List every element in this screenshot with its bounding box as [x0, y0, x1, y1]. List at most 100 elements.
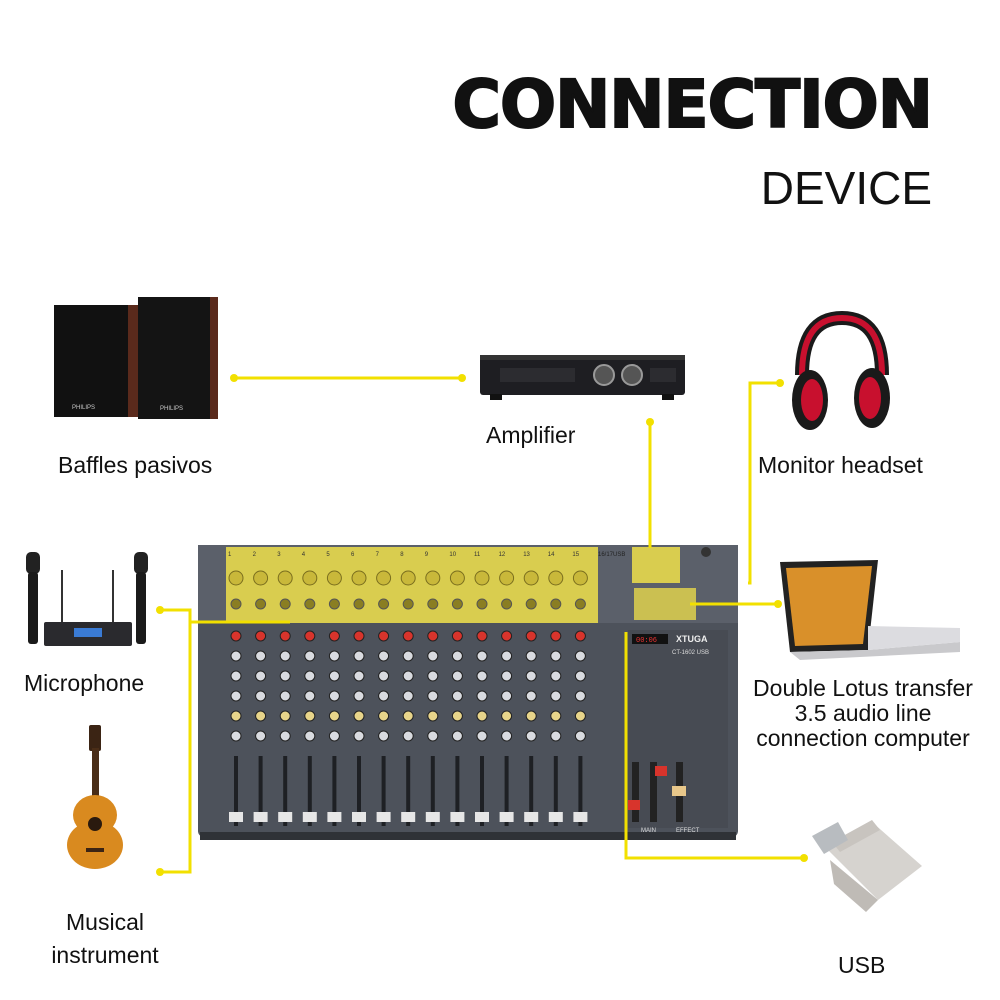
channel-knob[interactable]	[230, 690, 242, 702]
channel-knob[interactable]	[550, 710, 562, 722]
channel-knob[interactable]	[550, 650, 562, 662]
xlr-input-jack[interactable]	[253, 570, 269, 586]
channel-knob[interactable]	[328, 670, 340, 682]
channel-knob[interactable]	[476, 690, 488, 702]
channel-knob[interactable]	[476, 650, 488, 662]
channel-knob[interactable]	[550, 670, 562, 682]
channel-fader[interactable]	[229, 812, 243, 822]
channel-fader[interactable]	[253, 812, 268, 822]
channel-knob[interactable]	[574, 650, 586, 662]
xlr-input-jack[interactable]	[548, 570, 564, 586]
line-input-jack[interactable]	[230, 598, 242, 610]
channel-fader[interactable]	[450, 812, 465, 822]
channel-knob[interactable]	[501, 690, 513, 702]
channel-knob[interactable]	[279, 730, 291, 742]
channel-knob[interactable]	[451, 630, 463, 642]
channel-knob[interactable]	[378, 630, 390, 642]
channel-fader[interactable]	[278, 812, 293, 822]
channel-knob[interactable]	[525, 730, 537, 742]
channel-knob[interactable]	[230, 730, 242, 742]
channel-knob[interactable]	[574, 630, 586, 642]
channel-knob[interactable]	[230, 630, 242, 642]
channel-knob[interactable]	[501, 630, 513, 642]
channel-knob[interactable]	[353, 650, 365, 662]
channel-fader[interactable]	[302, 812, 317, 822]
xlr-input-jack[interactable]	[499, 570, 515, 586]
channel-knob[interactable]	[328, 630, 340, 642]
channel-fader[interactable]	[352, 812, 366, 822]
channel-knob[interactable]	[378, 650, 390, 662]
channel-knob[interactable]	[230, 710, 242, 722]
xlr-input-jack[interactable]	[376, 570, 392, 586]
channel-knob[interactable]	[304, 730, 316, 742]
xlr-input-jack[interactable]	[326, 570, 342, 586]
xlr-input-jack[interactable]	[351, 570, 367, 586]
xlr-input-jack[interactable]	[449, 570, 465, 586]
channel-knob[interactable]	[402, 670, 414, 682]
xlr-input-jack[interactable]	[425, 570, 441, 586]
channel-knob[interactable]	[304, 690, 316, 702]
channel-knob[interactable]	[255, 690, 267, 702]
channel-knob[interactable]	[501, 730, 513, 742]
channel-knob[interactable]	[353, 630, 365, 642]
channel-knob[interactable]	[255, 650, 267, 662]
channel-fader[interactable]	[548, 812, 563, 822]
line-input-jack[interactable]	[279, 598, 291, 610]
channel-knob[interactable]	[501, 650, 513, 662]
channel-knob[interactable]	[476, 670, 488, 682]
line-input-jack[interactable]	[501, 598, 513, 610]
channel-knob[interactable]	[328, 690, 340, 702]
line-input-jack[interactable]	[525, 598, 537, 610]
line-input-jack[interactable]	[378, 598, 390, 610]
channel-knob[interactable]	[476, 730, 488, 742]
channel-knob[interactable]	[427, 690, 439, 702]
channel-fader[interactable]	[475, 812, 489, 822]
channel-knob[interactable]	[476, 710, 488, 722]
channel-knob[interactable]	[378, 730, 390, 742]
xlr-input-jack[interactable]	[277, 570, 293, 586]
channel-knob[interactable]	[230, 670, 242, 682]
channel-knob[interactable]	[501, 670, 513, 682]
channel-knob[interactable]	[525, 650, 537, 662]
channel-knob[interactable]	[525, 670, 537, 682]
channel-knob[interactable]	[230, 650, 242, 662]
channel-knob[interactable]	[550, 690, 562, 702]
channel-knob[interactable]	[574, 710, 586, 722]
channel-knob[interactable]	[451, 670, 463, 682]
channel-fader[interactable]	[376, 812, 391, 822]
channel-knob[interactable]	[451, 650, 463, 662]
channel-knob[interactable]	[279, 690, 291, 702]
channel-knob[interactable]	[328, 710, 340, 722]
channel-knob[interactable]	[304, 710, 316, 722]
channel-fader[interactable]	[573, 812, 588, 822]
channel-knob[interactable]	[525, 710, 537, 722]
channel-knob[interactable]	[451, 690, 463, 702]
channel-fader[interactable]	[524, 812, 539, 822]
channel-knob[interactable]	[378, 710, 390, 722]
line-input-jack[interactable]	[304, 598, 316, 610]
channel-knob[interactable]	[550, 730, 562, 742]
xlr-input-jack[interactable]	[400, 570, 416, 586]
channel-knob[interactable]	[427, 630, 439, 642]
channel-knob[interactable]	[451, 730, 463, 742]
channel-knob[interactable]	[427, 670, 439, 682]
channel-knob[interactable]	[574, 730, 586, 742]
channel-fader[interactable]	[499, 812, 514, 822]
channel-knob[interactable]	[255, 670, 267, 682]
channel-knob[interactable]	[279, 710, 291, 722]
channel-knob[interactable]	[304, 630, 316, 642]
channel-knob[interactable]	[304, 650, 316, 662]
channel-knob[interactable]	[378, 690, 390, 702]
channel-knob[interactable]	[402, 630, 414, 642]
channel-knob[interactable]	[353, 730, 365, 742]
channel-knob[interactable]	[427, 650, 439, 662]
channel-knob[interactable]	[255, 710, 267, 722]
channel-knob[interactable]	[427, 710, 439, 722]
channel-knob[interactable]	[476, 630, 488, 642]
line-input-jack[interactable]	[451, 598, 463, 610]
channel-fader[interactable]	[327, 812, 342, 822]
channel-knob[interactable]	[550, 630, 562, 642]
xlr-input-jack[interactable]	[228, 570, 244, 586]
line-input-jack[interactable]	[255, 598, 267, 610]
xlr-input-jack[interactable]	[572, 570, 588, 586]
